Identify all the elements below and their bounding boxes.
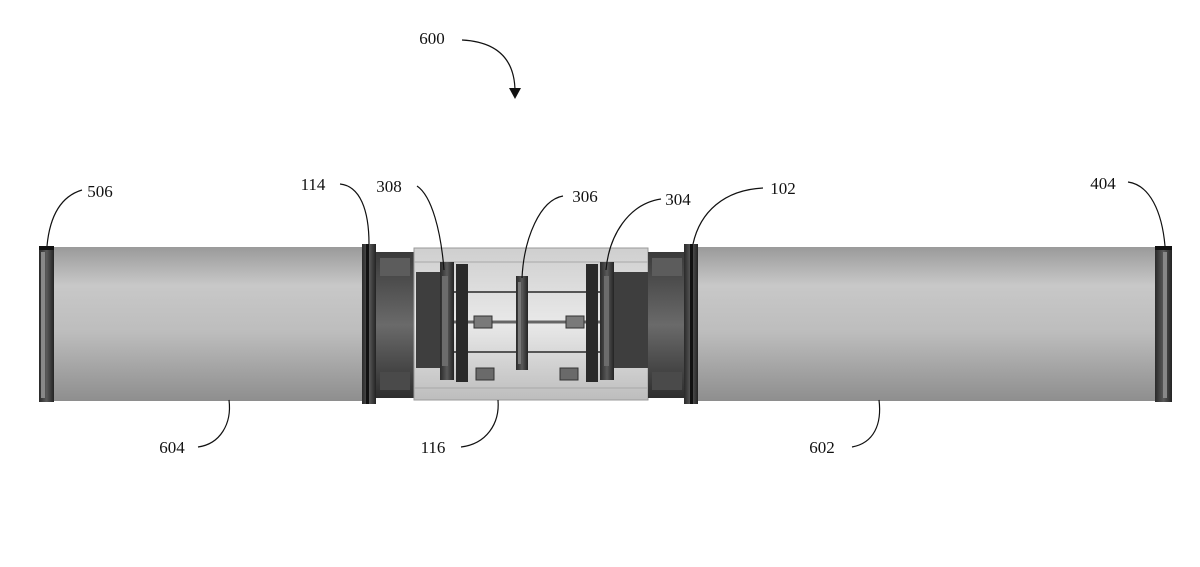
label-306: 306 [572, 187, 598, 206]
label-506: 506 [87, 182, 113, 201]
leader-602 [851, 399, 881, 448]
label-602: 602 [809, 438, 835, 457]
label-308: 308 [376, 177, 402, 196]
leader-306 [521, 195, 564, 279]
left-end-cap [39, 246, 54, 402]
leader-604 [197, 399, 231, 448]
left-bearing-assembly [416, 262, 468, 382]
leader-308 [416, 185, 445, 271]
label-102: 102 [770, 179, 796, 198]
arrowhead-600 [509, 88, 521, 99]
center-disc [516, 276, 528, 370]
label-604: 604 [159, 438, 185, 457]
right-tube [698, 247, 1156, 401]
leader-506 [46, 189, 83, 247]
label-600: 600 [419, 29, 445, 48]
reference-labels: 600 506 114 308 306 304 102 404 604 116 … [87, 29, 1116, 457]
label-404: 404 [1090, 174, 1116, 193]
right-coupling [648, 244, 698, 404]
leader-304 [605, 198, 662, 271]
left-tube [53, 247, 366, 401]
label-114: 114 [301, 175, 326, 194]
leader-600 [461, 39, 516, 93]
leader-116 [460, 399, 499, 448]
left-coupling [362, 244, 416, 404]
right-bearing-assembly [586, 262, 648, 382]
leader-114 [339, 183, 370, 245]
leader-404 [1127, 181, 1166, 247]
label-304: 304 [665, 190, 691, 209]
right-end-cap [1155, 246, 1172, 402]
leader-lines [46, 39, 1166, 448]
label-116: 116 [421, 438, 446, 457]
leader-102 [692, 187, 764, 245]
